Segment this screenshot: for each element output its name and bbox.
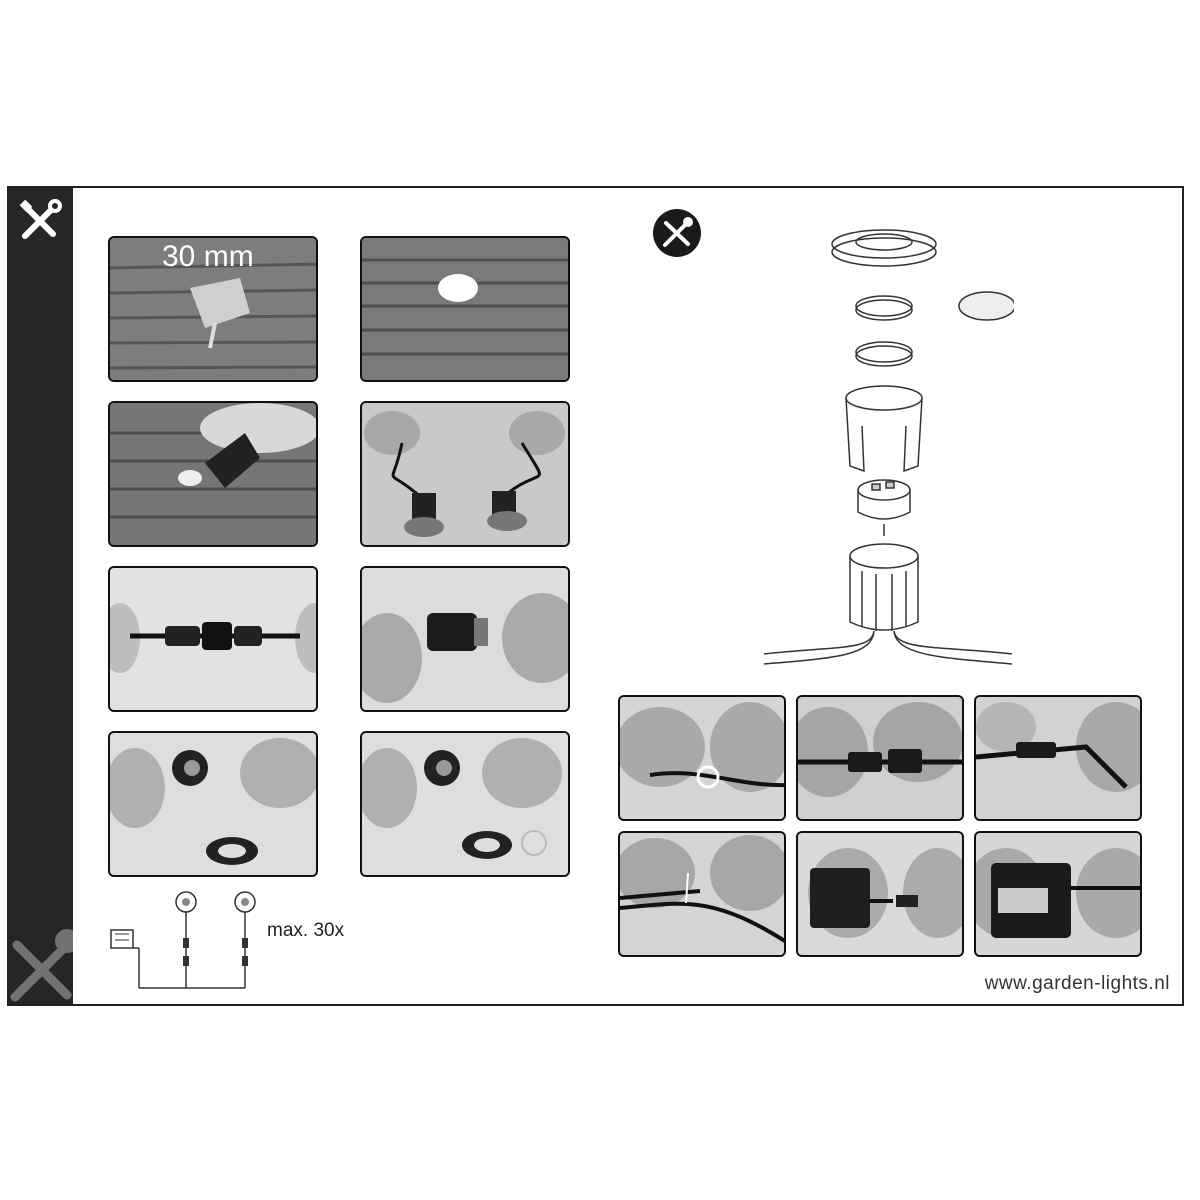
photo-step-cable-2-image bbox=[798, 697, 962, 819]
photo-two-lamps bbox=[360, 401, 570, 547]
wrench-screwdriver-round-icon bbox=[653, 209, 701, 257]
transformer-icon bbox=[110, 929, 134, 949]
photo-cable-connector bbox=[108, 566, 318, 712]
max-lamps-label: max. 30x bbox=[267, 920, 345, 941]
photo-lamp-ring-cover bbox=[360, 731, 570, 877]
photo-step-cable-2 bbox=[796, 695, 964, 821]
photo-step-transformer-1-image bbox=[798, 833, 962, 955]
website-url[interactable]: www.garden-lights.nl bbox=[984, 973, 1170, 994]
exploded-lamp-diagram bbox=[763, 229, 1014, 665]
seal-ring bbox=[855, 341, 913, 363]
glass-lens bbox=[855, 295, 913, 317]
photo-cable-connector-image bbox=[110, 568, 316, 710]
photo-step-transformer-2 bbox=[974, 831, 1142, 957]
photo-lamp-with-ring bbox=[108, 731, 318, 877]
photo-insert-sleeve-image bbox=[110, 403, 316, 545]
wrench-screwdriver-icon bbox=[19, 199, 62, 239]
wrench-screwdriver-icon bbox=[10, 929, 73, 1002]
sidebar bbox=[9, 188, 73, 1004]
photo-step-cable-4-image bbox=[620, 833, 784, 955]
lamp-housing bbox=[849, 543, 919, 569]
photo-connect-lamp bbox=[360, 566, 570, 712]
photo-step-cable-3 bbox=[974, 695, 1142, 821]
photo-drill-hole-image bbox=[110, 238, 316, 380]
mounting-sleeve bbox=[845, 385, 923, 411]
photo-step-cable-1 bbox=[618, 695, 786, 821]
photo-drill-hole: 30 mm bbox=[108, 236, 318, 382]
photo-step-transformer-1 bbox=[796, 831, 964, 957]
photo-lamp-with-ring-image bbox=[110, 733, 316, 875]
photo-step-cable-3-image bbox=[976, 697, 1140, 819]
spare-lens bbox=[958, 291, 1014, 321]
drill-size-label: 30 mm bbox=[162, 240, 254, 273]
photo-hole-in-deck bbox=[360, 236, 570, 382]
wiring-schematic bbox=[110, 891, 256, 989]
photo-insert-sleeve bbox=[108, 401, 318, 547]
photo-step-cable-1-image bbox=[620, 697, 784, 819]
photo-two-lamps-image bbox=[362, 403, 568, 545]
lamp-cable bbox=[763, 630, 875, 655]
instruction-sheet: 30 mm bbox=[7, 186, 1184, 1006]
bezel-ring bbox=[831, 229, 937, 259]
photo-hole-in-deck-image bbox=[362, 238, 568, 380]
photo-lamp-ring-cover-image bbox=[362, 733, 568, 875]
led-module bbox=[857, 479, 911, 501]
photo-step-transformer-2-image bbox=[976, 833, 1140, 955]
photo-step-cable-4 bbox=[618, 831, 786, 957]
photo-connect-lamp-image bbox=[362, 568, 568, 710]
